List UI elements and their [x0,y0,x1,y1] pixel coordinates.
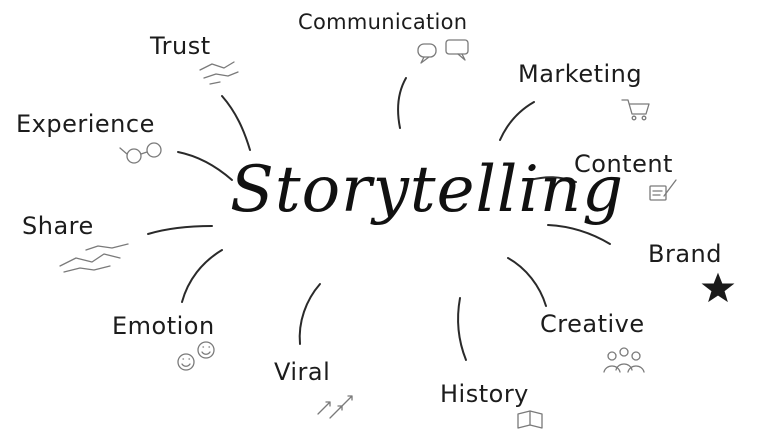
glasses-icon [119,142,162,164]
connector-experience [177,151,233,181]
connector-marketing [499,101,535,141]
node-content: Content [574,150,673,178]
connector-emotion [181,249,223,303]
node-emotion: Emotion [112,312,215,340]
connector-brand [547,224,611,245]
cart-icon [621,99,650,121]
handshake-icon [59,243,129,273]
star-icon [701,272,735,303]
connector-viral [298,283,321,345]
people-group-icon [603,347,645,373]
faces-icon [177,341,215,371]
connector-creative [507,257,547,307]
document-pen-icon [649,179,677,201]
node-trust: Trust [150,32,211,60]
connector-share [147,225,213,235]
connector-trust [221,95,251,151]
node-history: History [440,380,529,408]
connector-communication [397,77,407,129]
book-icon [517,410,543,429]
speech-bubbles-icon [417,39,469,64]
node-creative: Creative [540,310,645,338]
center-topic: Storytelling [230,153,625,227]
arrows-icon [317,395,353,419]
node-marketing: Marketing [518,60,643,88]
connector-content [529,176,577,183]
handshake-icon [199,61,239,85]
node-viral: Viral [274,358,331,386]
node-experience: Experience [16,110,155,138]
node-brand: Brand [648,240,722,268]
node-communication: Communication [298,10,468,34]
node-share: Share [22,212,94,240]
connector-history [457,297,467,361]
